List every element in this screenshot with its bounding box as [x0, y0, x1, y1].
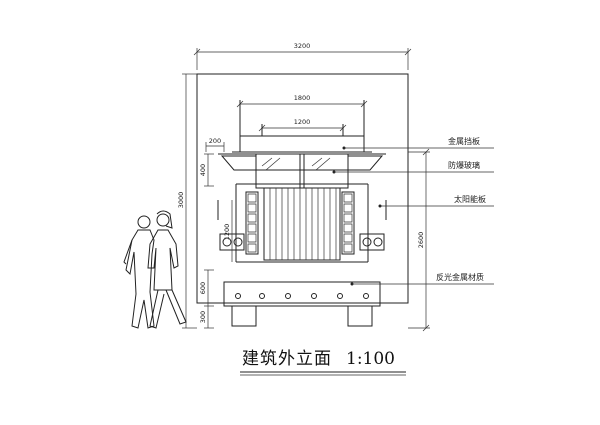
main-body [218, 184, 386, 262]
left-upper-label: 400 [199, 164, 207, 176]
right-height-dimension: 2600 [408, 149, 430, 331]
side-width-dimension: 200 [206, 137, 224, 152]
label-reflective-metal: 反光金属材质 [350, 272, 495, 286]
solar-panels-right [342, 192, 354, 254]
inner-width-label: 1200 [294, 118, 311, 126]
footings [232, 306, 372, 326]
building-outline [197, 74, 408, 303]
svg-text:反光金属材质: 反光金属材质 [436, 272, 484, 282]
svg-text:金属挡板: 金属挡板 [448, 136, 480, 146]
right-height-label: 2600 [417, 232, 425, 249]
upper-width-label: 1800 [294, 94, 311, 102]
left-middle-label: 1200 [223, 224, 231, 241]
left-middle-dimension: 1200 [223, 200, 232, 262]
scale-text: 1:100 [346, 349, 395, 369]
left-height-label: 3000 [177, 192, 185, 209]
left-upper-dimension: 400 [199, 154, 214, 186]
left-height-dimension: 3000 [177, 74, 197, 328]
drawing-title: 建筑外立面 1:100 [240, 349, 406, 375]
left-base-label: 600 [199, 282, 207, 294]
canopy-frame [232, 100, 372, 152]
overall-width-label: 3200 [294, 42, 311, 50]
two-people-silhouette-icon [124, 211, 186, 328]
inner-width-dimension: 1200 [259, 118, 346, 136]
side-width-label: 200 [209, 137, 221, 145]
svg-text:太阳能板: 太阳能板 [454, 194, 486, 204]
side-unit-right [360, 234, 384, 250]
metal-side-plates [218, 154, 386, 170]
overall-width-dimension: 3200 [194, 42, 411, 70]
central-ribbed-panel [264, 188, 340, 260]
svg-text:防爆玻璃: 防爆玻璃 [448, 160, 480, 170]
label-glass: 防爆玻璃 [332, 160, 495, 174]
upper-width-dimension: 1800 [237, 94, 367, 115]
left-base-dimension: 600 [199, 270, 214, 306]
reflective-metal-base [224, 282, 380, 306]
label-solar-panel: 太阳能板 [378, 194, 495, 208]
label-metal-plate: 金属挡板 [342, 136, 495, 150]
left-footing-dimension: 300 [199, 306, 214, 328]
title-text: 建筑外立面 [242, 349, 332, 369]
left-footing-label: 300 [199, 311, 207, 323]
solar-panels-left [246, 192, 258, 254]
